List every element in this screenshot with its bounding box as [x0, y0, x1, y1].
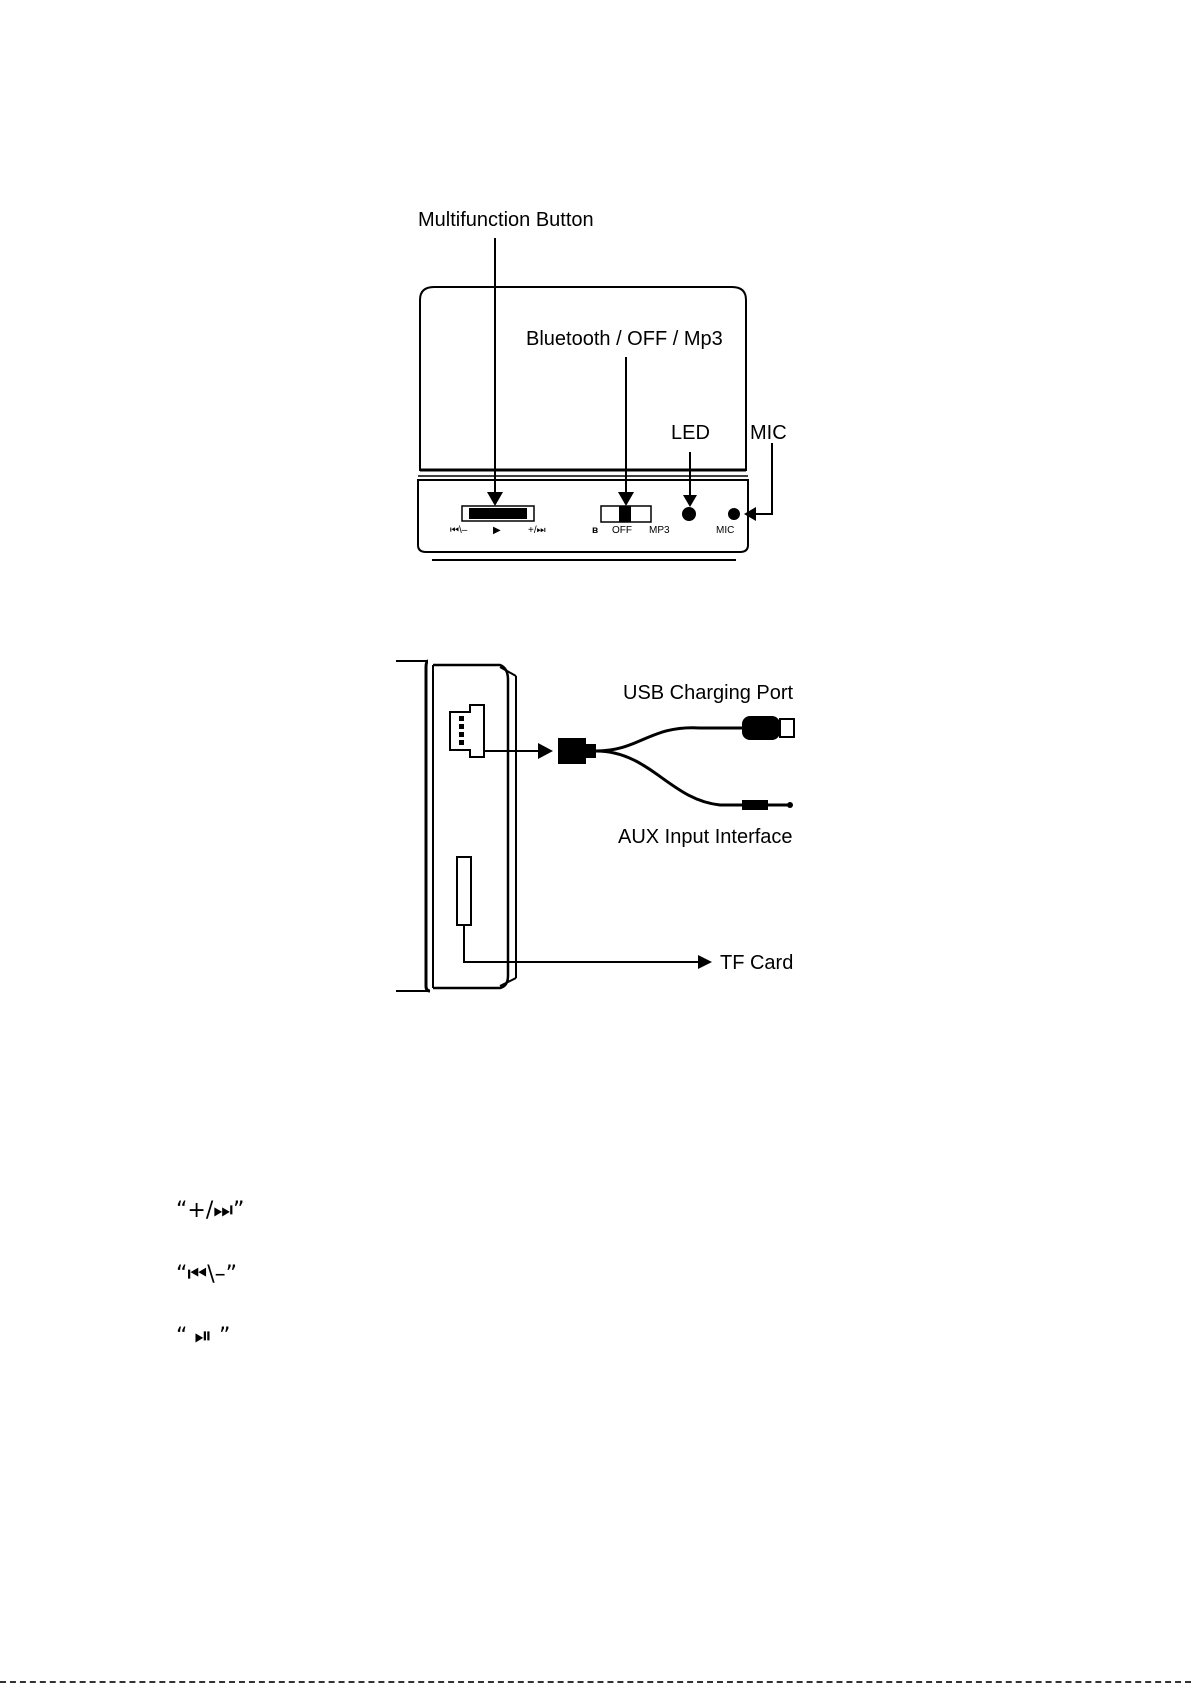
- aux-input-label: AUX Input Interface: [618, 827, 793, 847]
- usb-a-plug: [742, 716, 780, 740]
- aux-jack-plug: [742, 800, 768, 810]
- side-body-outline: [426, 661, 430, 991]
- tf-card-label: TF Card: [720, 953, 793, 973]
- cable-mini-usb-plug: [558, 738, 586, 764]
- legend-next-volume-up-symbol: “+/⏭”: [176, 1200, 244, 1222]
- page-bottom-border: [0, 1681, 1191, 1683]
- usb-charging-port-label: USB Charging Port: [623, 683, 793, 703]
- legend-play-pause-symbol: “ ⏯ ”: [176, 1326, 230, 1348]
- usb-port: [450, 705, 484, 757]
- tf-card-slot: [457, 857, 471, 925]
- legend-prev-volume-down-symbol: “⏮\–”: [176, 1264, 237, 1286]
